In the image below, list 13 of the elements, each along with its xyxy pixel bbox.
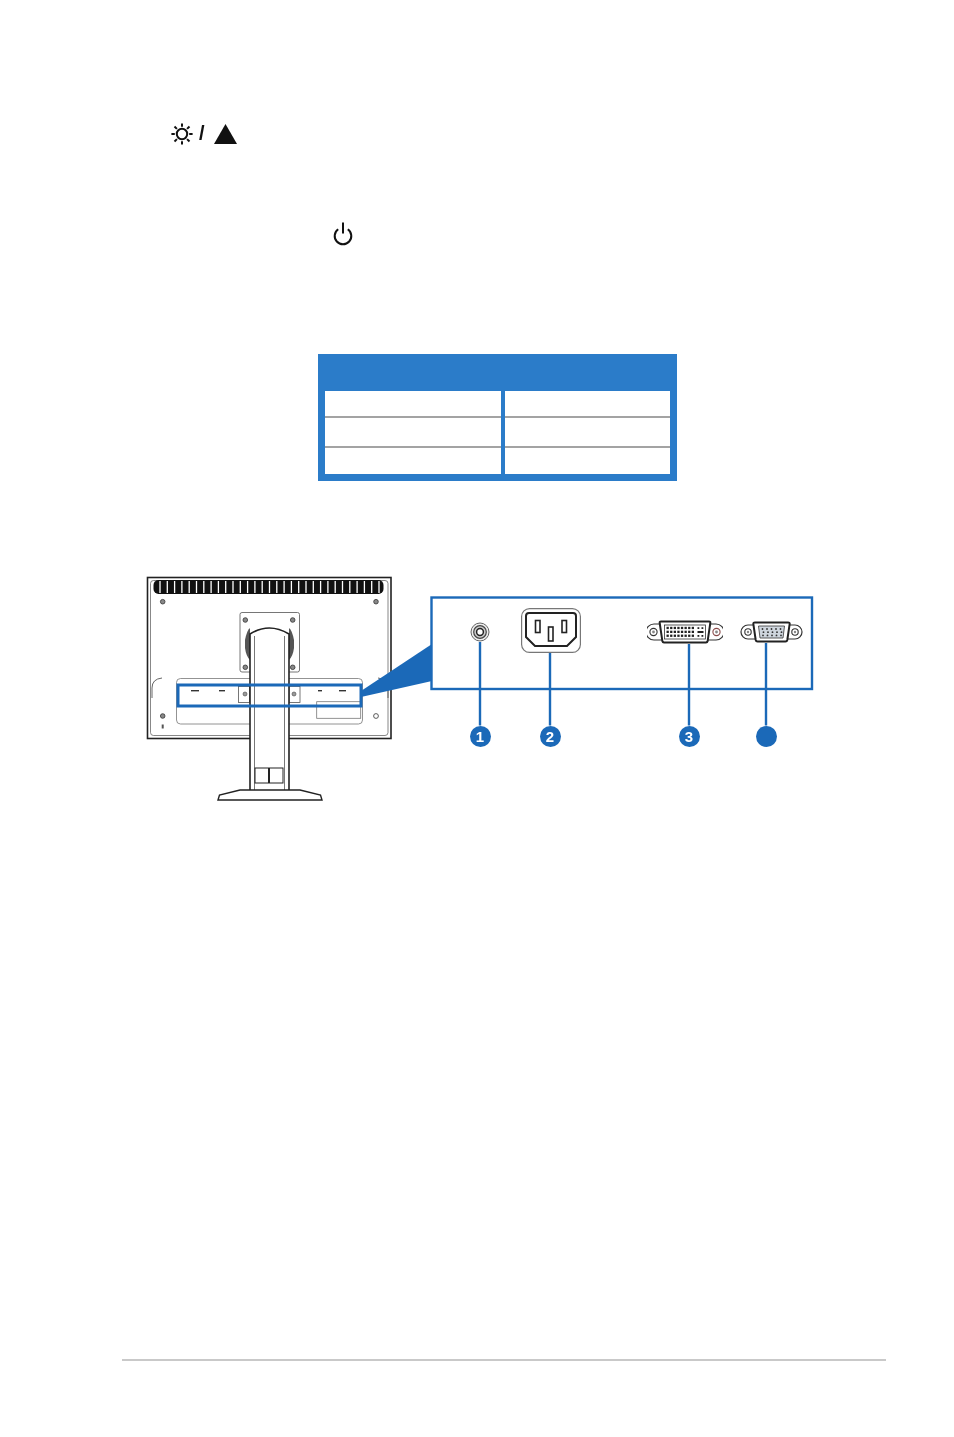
callout-number: 2 — [539, 725, 561, 747]
callout-number: 3 — [678, 725, 700, 747]
leader-line — [687, 644, 691, 726]
separator-slash: / — [199, 123, 205, 143]
callout-dot — [755, 725, 777, 747]
leader-line — [764, 643, 768, 726]
vga-port — [740, 621, 803, 643]
callout-number: 1 — [469, 725, 491, 747]
dvi-port — [647, 620, 723, 644]
audio-jack — [470, 622, 490, 642]
leader-line — [548, 653, 552, 726]
power-socket — [521, 608, 581, 653]
leader-line — [478, 642, 482, 726]
